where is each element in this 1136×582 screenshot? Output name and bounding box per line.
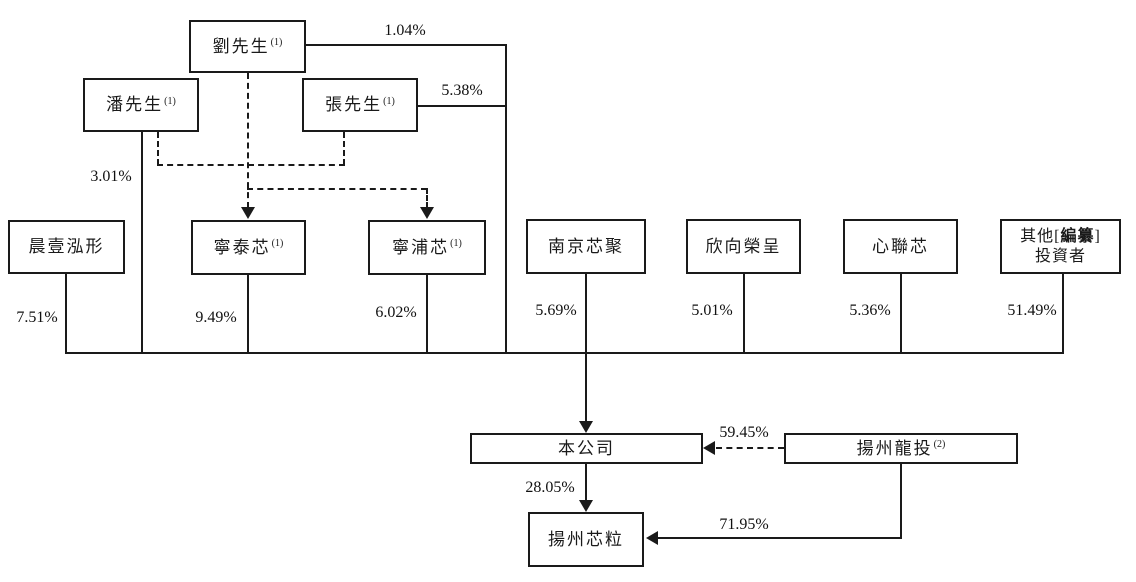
node-the-company: 本公司	[470, 433, 703, 464]
pct-ningtai: 9.49%	[195, 309, 237, 326]
node-label: 欣向榮呈	[705, 236, 782, 256]
node-label: 張先生	[325, 95, 383, 115]
node-xinlianxin: 心聯芯	[843, 219, 958, 274]
footnote-marker: (1)	[270, 37, 283, 49]
node-mr-pan: 潘先生(1)	[83, 78, 199, 132]
pct-longtou-in-company: 59.45%	[719, 424, 769, 441]
dashed-edge-liu-to-ningtai	[247, 73, 249, 208]
footnote-marker: (1)	[164, 95, 176, 107]
edge-zhang-to-right-bus	[418, 105, 506, 107]
dashed-edge-pan-zhang	[157, 164, 345, 166]
pct-other-investors: 51.49%	[1007, 302, 1057, 319]
edge-shareholder-bus	[65, 352, 1064, 354]
footnote-marker: (1)	[383, 95, 395, 107]
footnote-marker: (2)	[933, 439, 946, 451]
pct-xinxiang: 5.01%	[691, 302, 733, 319]
pct-zhang: 5.38%	[441, 82, 483, 99]
node-label: 潘先生	[106, 95, 164, 115]
node-label: 投資者	[1034, 247, 1086, 265]
dashed-edge-pan-down	[157, 132, 159, 165]
node-mr-zhang: 張先生(1)	[302, 78, 418, 132]
node-yangzhou-xinli: 揚州芯粒	[528, 512, 644, 567]
node-label: 揚州龍投	[856, 438, 933, 458]
edge-pan-vertical	[141, 132, 143, 353]
edge-company-to-xinli	[585, 464, 587, 501]
node-yangzhou-longtou: 揚州龍投(2)	[784, 433, 1018, 464]
dashed-edge-longtou-to-company	[716, 447, 784, 449]
edge-longtou-vertical	[900, 464, 902, 539]
arrowhead-into-xinli-right-icon	[646, 531, 658, 545]
arrowhead-into-xinli-top-icon	[579, 500, 593, 512]
dashed-edge-ningpu-down	[426, 188, 428, 208]
pct-longtou-in-xinli: 71.95%	[719, 516, 769, 533]
node-ningtaixin: 寧泰芯(1)	[191, 220, 306, 275]
pct-xinlian: 5.36%	[849, 302, 891, 319]
footnote-marker: (1)	[450, 238, 462, 250]
node-label: 心聯芯	[872, 236, 929, 256]
edge-chenyi-vertical	[65, 274, 67, 353]
arrowhead-into-ningpu-icon	[420, 207, 434, 219]
edge-ningtai-vertical	[247, 275, 249, 353]
footnote-marker: (1)	[271, 238, 284, 250]
node-label: 寧泰芯	[213, 237, 271, 257]
arrowhead-into-company-icon	[579, 421, 593, 433]
pct-liu: 1.04%	[384, 22, 426, 39]
redacted-marker: 編纂	[1060, 227, 1095, 245]
arrowhead-into-company-right-icon	[703, 441, 715, 455]
edge-qita-vertical	[1062, 274, 1064, 353]
node-label: 其他[	[1020, 227, 1061, 245]
node-label: 寧浦芯	[392, 237, 450, 257]
edge-ningpu-vertical	[426, 275, 428, 353]
node-chenyi-hongxing: 晨壹泓形	[8, 220, 125, 274]
edge-right-vertical	[505, 44, 507, 353]
pct-nanjing: 5.69%	[535, 302, 577, 319]
node-label: 晨壹泓形	[28, 237, 105, 257]
node-label: 揚州芯粒	[548, 529, 624, 549]
node-label: 南京芯聚	[548, 236, 624, 256]
arrowhead-into-ningtai-icon	[241, 207, 255, 219]
node-mr-liu: 劉先生(1)	[189, 20, 306, 73]
edge-xinlian-vertical	[900, 274, 902, 353]
node-xinxiang-rongcheng: 欣向榮呈	[686, 219, 801, 274]
node-label: 本公司	[558, 438, 615, 458]
pct-ningpu: 6.02%	[375, 304, 417, 321]
node-nanjing-xinju: 南京芯聚	[526, 219, 646, 274]
edge-liu-to-right-bus	[306, 44, 506, 46]
node-other-investors: 其他[編纂] 投資者	[1000, 219, 1121, 274]
edge-longtou-to-xinli	[658, 537, 902, 539]
pct-company-in-xinli: 28.05%	[525, 479, 575, 496]
edge-nanjing-to-company	[585, 274, 587, 423]
dashed-edge-liu-to-ningpu	[247, 188, 427, 190]
node-label: ]	[1094, 227, 1101, 245]
edge-xinxiang-vertical	[743, 274, 745, 353]
dashed-edge-zhang-down	[343, 132, 345, 165]
pct-pan: 3.01%	[90, 168, 132, 185]
node-label: 劉先生	[212, 36, 270, 56]
pct-chenyi: 7.51%	[16, 309, 58, 326]
node-ningpuxin: 寧浦芯(1)	[368, 220, 486, 275]
